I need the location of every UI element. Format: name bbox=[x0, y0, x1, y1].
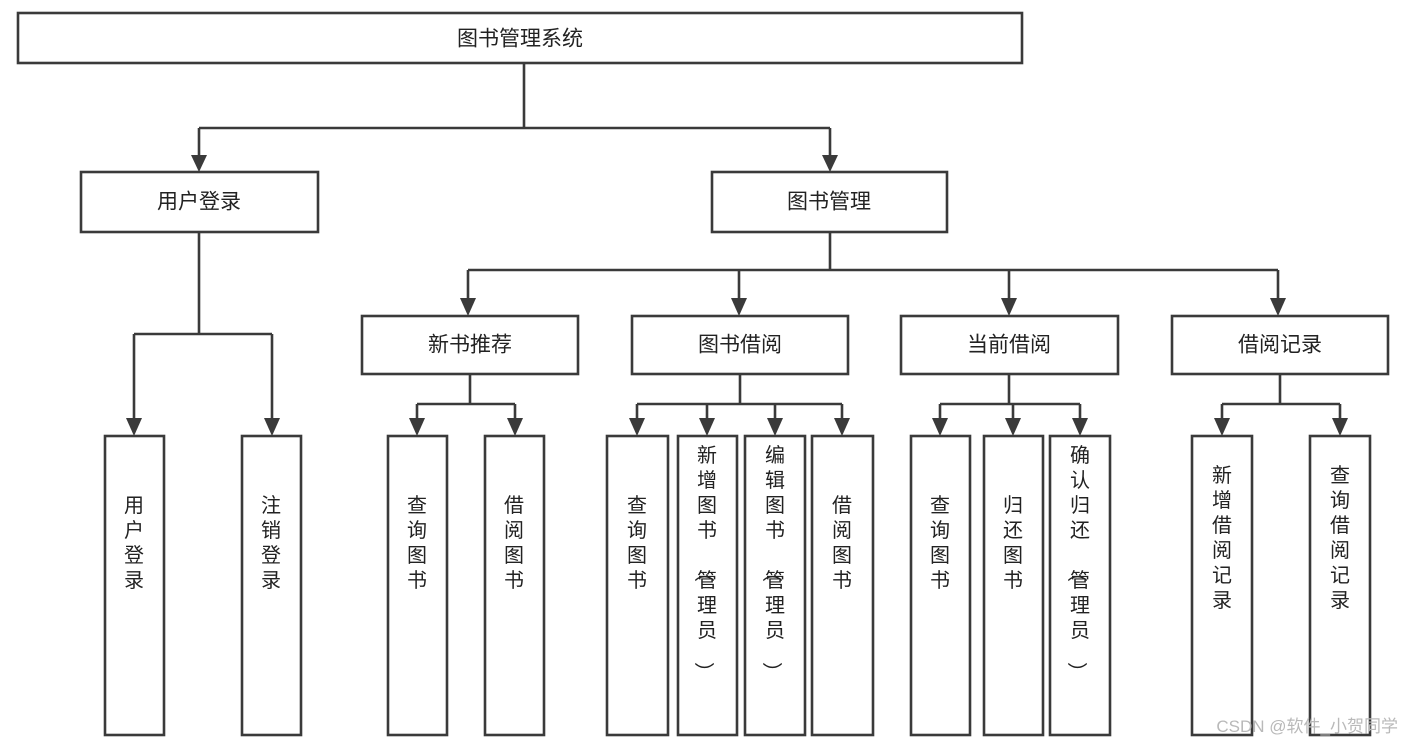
connector-group-book-borrow-to-leaves bbox=[629, 374, 850, 436]
connector-group-borrow-record-to-leaves bbox=[1214, 374, 1348, 436]
csdn-watermark: CSDN @软件_小贺同学 bbox=[1216, 717, 1398, 736]
arrow-head-to-leaf-add-record bbox=[1214, 418, 1230, 436]
node-leaf-add-borrow-record-label: 新增借阅记录 bbox=[1212, 464, 1232, 612]
node-new-book-recommend[interactable]: 新书推荐 bbox=[360, 314, 580, 376]
node-book-borrow-box[interactable] bbox=[630, 314, 850, 376]
node-user-login-box[interactable] bbox=[79, 170, 320, 234]
node-leaf-borrow-book-1-label: 借阅图书 bbox=[504, 494, 524, 592]
node-user-login-label: 用户登录 bbox=[157, 191, 241, 214]
connector-group-root-to-level2 bbox=[191, 63, 838, 172]
node-leaf-query-borrow-record[interactable]: 查询借阅记录 bbox=[1308, 434, 1372, 737]
arrow-head-to-leaf-edit-book bbox=[767, 418, 783, 436]
node-leaf-query-book-3[interactable]: 查询图书 bbox=[909, 434, 972, 737]
arrow-head-to-leaf-user-login bbox=[126, 418, 142, 436]
arrow-head-to-leaf-borrow-book-2 bbox=[834, 418, 850, 436]
connector-group-current-borrow-to-leaves bbox=[932, 374, 1088, 436]
node-leaf-user-login[interactable]: 用户登录 bbox=[103, 434, 166, 737]
arrow-head-to-leaf-borrow-book-1 bbox=[507, 418, 523, 436]
node-leaf-query-book-2[interactable]: 查询图书 bbox=[605, 434, 670, 737]
node-leaf-borrow-book-1[interactable]: 借阅图书 bbox=[483, 434, 546, 737]
node-leaf-confirm-return-box[interactable] bbox=[1048, 434, 1112, 737]
arrow-head-to-leaf-query-book-1 bbox=[409, 418, 425, 436]
node-leaf-query-book-3-label: 查询图书 bbox=[930, 494, 950, 592]
node-leaf-add-borrow-record[interactable]: 新增借阅记录 bbox=[1190, 434, 1254, 737]
node-leaf-return-book-label: 归还图书 bbox=[1003, 494, 1023, 592]
node-current-borrow-label: 当前借阅 bbox=[967, 334, 1051, 357]
node-current-borrow[interactable]: 当前借阅 bbox=[899, 314, 1120, 376]
node-leaf-query-book-3-box[interactable] bbox=[909, 434, 972, 737]
node-leaf-query-book-2-label: 查询图书 bbox=[627, 494, 647, 592]
arrow-head-to-leaf-return-book bbox=[1005, 418, 1021, 436]
connector-group-new-book-rec-to-leaves bbox=[409, 374, 523, 436]
node-borrow-record[interactable]: 借阅记录 bbox=[1170, 314, 1390, 376]
arrow-head-to-leaf-logout bbox=[264, 418, 280, 436]
arrow-head-to-current-borrow bbox=[1001, 298, 1017, 316]
node-leaf-borrow-book-2-label: 借阅图书 bbox=[832, 494, 852, 592]
node-leaf-query-borrow-record-box[interactable] bbox=[1308, 434, 1372, 737]
connector-group-book-mgmt-to-level3 bbox=[460, 232, 1286, 316]
node-leaf-borrow-book-2-box[interactable] bbox=[810, 434, 875, 737]
node-current-borrow-box[interactable] bbox=[899, 314, 1120, 376]
node-borrow-record-label: 借阅记录 bbox=[1238, 334, 1322, 357]
node-leaf-edit-book-box[interactable] bbox=[743, 434, 807, 737]
connector-group-user-login-to-leaves bbox=[126, 232, 280, 436]
node-leaf-edit-book[interactable]: 编辑图书（管理员） bbox=[743, 434, 807, 737]
node-leaf-query-book-1-box[interactable] bbox=[386, 434, 449, 737]
arrow-head-to-borrow-record bbox=[1270, 298, 1286, 316]
node-borrow-record-box[interactable] bbox=[1170, 314, 1390, 376]
node-root[interactable]: 图书管理系统 bbox=[16, 11, 1024, 65]
arrow-head-to-book-mgmt bbox=[822, 155, 838, 172]
node-leaf-user-login-box[interactable] bbox=[103, 434, 166, 737]
node-leaf-logout-label: 注销登录 bbox=[261, 494, 281, 592]
node-leaf-add-book[interactable]: 新增图书（管理员） bbox=[676, 434, 739, 737]
node-leaf-edit-book-label: 编辑图书（管理员） bbox=[760, 444, 785, 682]
arrow-head-to-leaf-query-book-3 bbox=[932, 418, 948, 436]
node-book-management[interactable]: 图书管理 bbox=[710, 170, 949, 234]
node-user-login[interactable]: 用户登录 bbox=[79, 170, 320, 234]
node-leaf-query-book-2-box[interactable] bbox=[605, 434, 670, 737]
arrow-head-to-user-login bbox=[191, 155, 207, 172]
arrow-head-to-new-book-rec bbox=[460, 298, 476, 316]
node-leaf-borrow-book-2[interactable]: 借阅图书 bbox=[810, 434, 875, 737]
node-book-borrow[interactable]: 图书借阅 bbox=[630, 314, 850, 376]
node-leaf-confirm-return-label: 确认归还（管理员） bbox=[1065, 444, 1090, 682]
arrow-head-to-book-borrow bbox=[731, 298, 747, 316]
node-leaf-add-book-label: 新增图书（管理员） bbox=[692, 444, 717, 682]
node-leaf-add-book-box[interactable] bbox=[676, 434, 739, 737]
node-root-box[interactable] bbox=[16, 11, 1024, 65]
node-leaf-logout-box[interactable] bbox=[240, 434, 303, 737]
node-root-label: 图书管理系统 bbox=[457, 28, 583, 51]
arrow-head-to-leaf-confirm-return bbox=[1072, 418, 1088, 436]
node-new-book-recommend-box[interactable] bbox=[360, 314, 580, 376]
node-leaf-return-book[interactable]: 归还图书 bbox=[982, 434, 1045, 737]
node-leaf-user-login-label: 用户登录 bbox=[124, 495, 144, 592]
node-leaf-confirm-return[interactable]: 确认归还（管理员） bbox=[1048, 434, 1112, 737]
arrow-head-to-leaf-add-book bbox=[699, 418, 715, 436]
node-book-borrow-label: 图书借阅 bbox=[698, 334, 782, 357]
node-leaf-query-book-1-label: 查询图书 bbox=[407, 494, 427, 592]
node-leaf-logout[interactable]: 注销登录 bbox=[240, 434, 303, 737]
node-book-management-box[interactable] bbox=[710, 170, 949, 234]
node-leaf-return-book-box[interactable] bbox=[982, 434, 1045, 737]
arrow-head-to-leaf-query-record bbox=[1332, 418, 1348, 436]
node-book-management-label: 图书管理 bbox=[787, 191, 871, 214]
node-leaf-query-book-1[interactable]: 查询图书 bbox=[386, 434, 449, 737]
node-new-book-recommend-label: 新书推荐 bbox=[428, 334, 512, 357]
node-leaf-borrow-book-1-box[interactable] bbox=[483, 434, 546, 737]
arrow-head-to-leaf-query-book-2 bbox=[629, 418, 645, 436]
node-leaf-add-borrow-record-box[interactable] bbox=[1190, 434, 1254, 737]
node-leaf-query-borrow-record-label: 查询借阅记录 bbox=[1330, 464, 1350, 612]
